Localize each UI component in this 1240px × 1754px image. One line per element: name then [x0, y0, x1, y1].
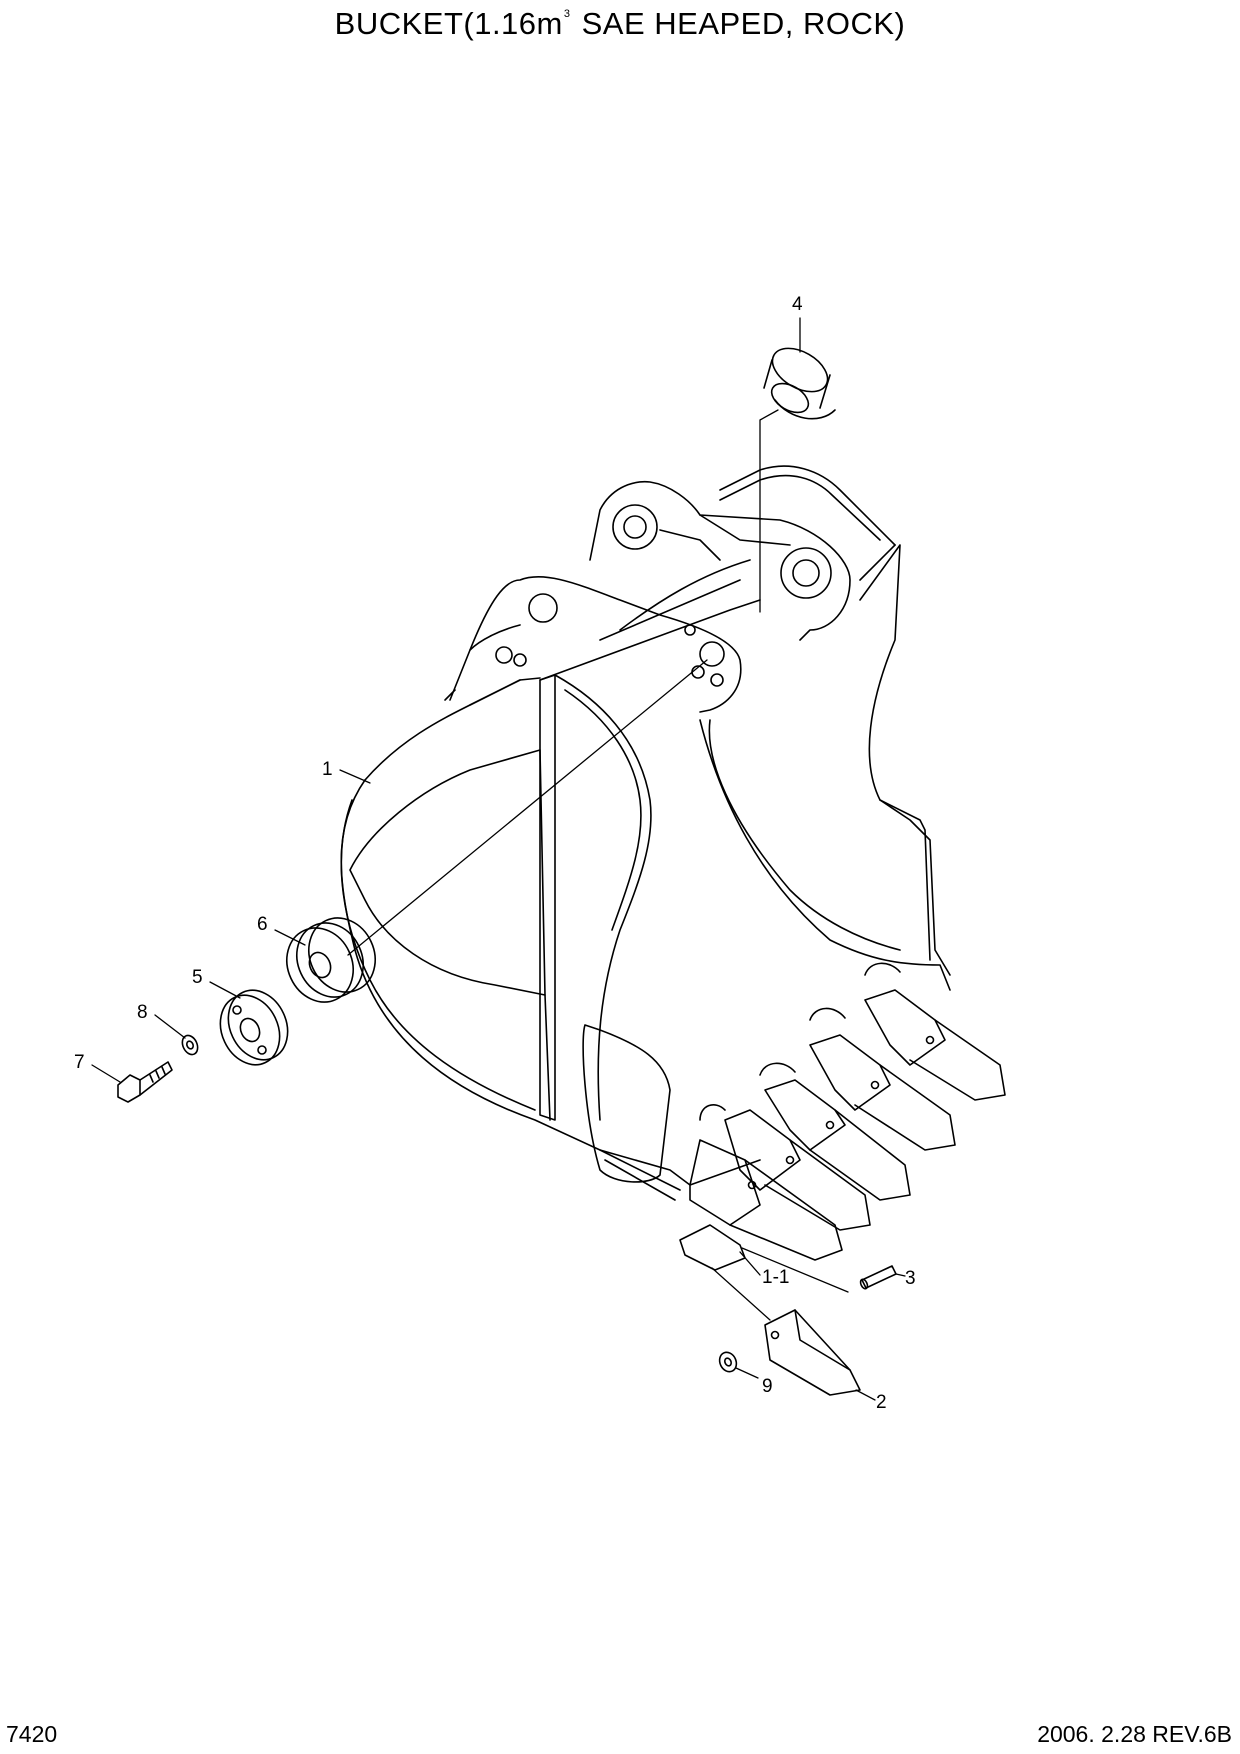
part-2-tooth — [764, 1309, 861, 1396]
bucket-body — [340, 465, 951, 1201]
part-3-pin — [859, 1265, 897, 1290]
part-6-boss — [286, 917, 376, 1003]
part-1-1-adapter — [679, 1224, 746, 1271]
callout-9: 9 — [762, 1376, 773, 1397]
callout-labels: 4 1 6 5 8 7 3 1-1 2 9 — [74, 294, 916, 1413]
part-9-lock-washer — [718, 1351, 738, 1373]
page-title: BUCKET(1.16m3 SAE HEAPED, ROCK) — [0, 6, 1240, 42]
bucket-teeth — [689, 962, 1006, 1261]
callout-2: 2 — [876, 1392, 887, 1413]
callout-3: 3 — [905, 1268, 916, 1289]
title-superscript: 3 — [563, 8, 571, 20]
leader-lines — [91, 317, 906, 1401]
callout-4: 4 — [792, 294, 803, 315]
part-4-bushing — [763, 347, 836, 420]
part-7-bolt — [117, 1061, 173, 1103]
assembly-lines — [347, 409, 849, 1321]
part-5-plate — [219, 989, 289, 1066]
title-rest: SAE HEAPED, ROCK) — [572, 6, 906, 41]
callout-1-1: 1-1 — [762, 1267, 789, 1288]
title-main: BUCKET(1.16m — [334, 6, 563, 41]
part-8-washer — [181, 1034, 199, 1056]
callout-7: 7 — [74, 1052, 85, 1073]
callout-6: 6 — [257, 914, 268, 935]
revision-date: 2006. 2.28 REV.6B — [1037, 1721, 1232, 1747]
callout-1: 1 — [322, 759, 333, 780]
callout-5: 5 — [192, 967, 203, 988]
callout-8: 8 — [137, 1002, 148, 1023]
sheet-number: 7420 — [6, 1721, 58, 1747]
